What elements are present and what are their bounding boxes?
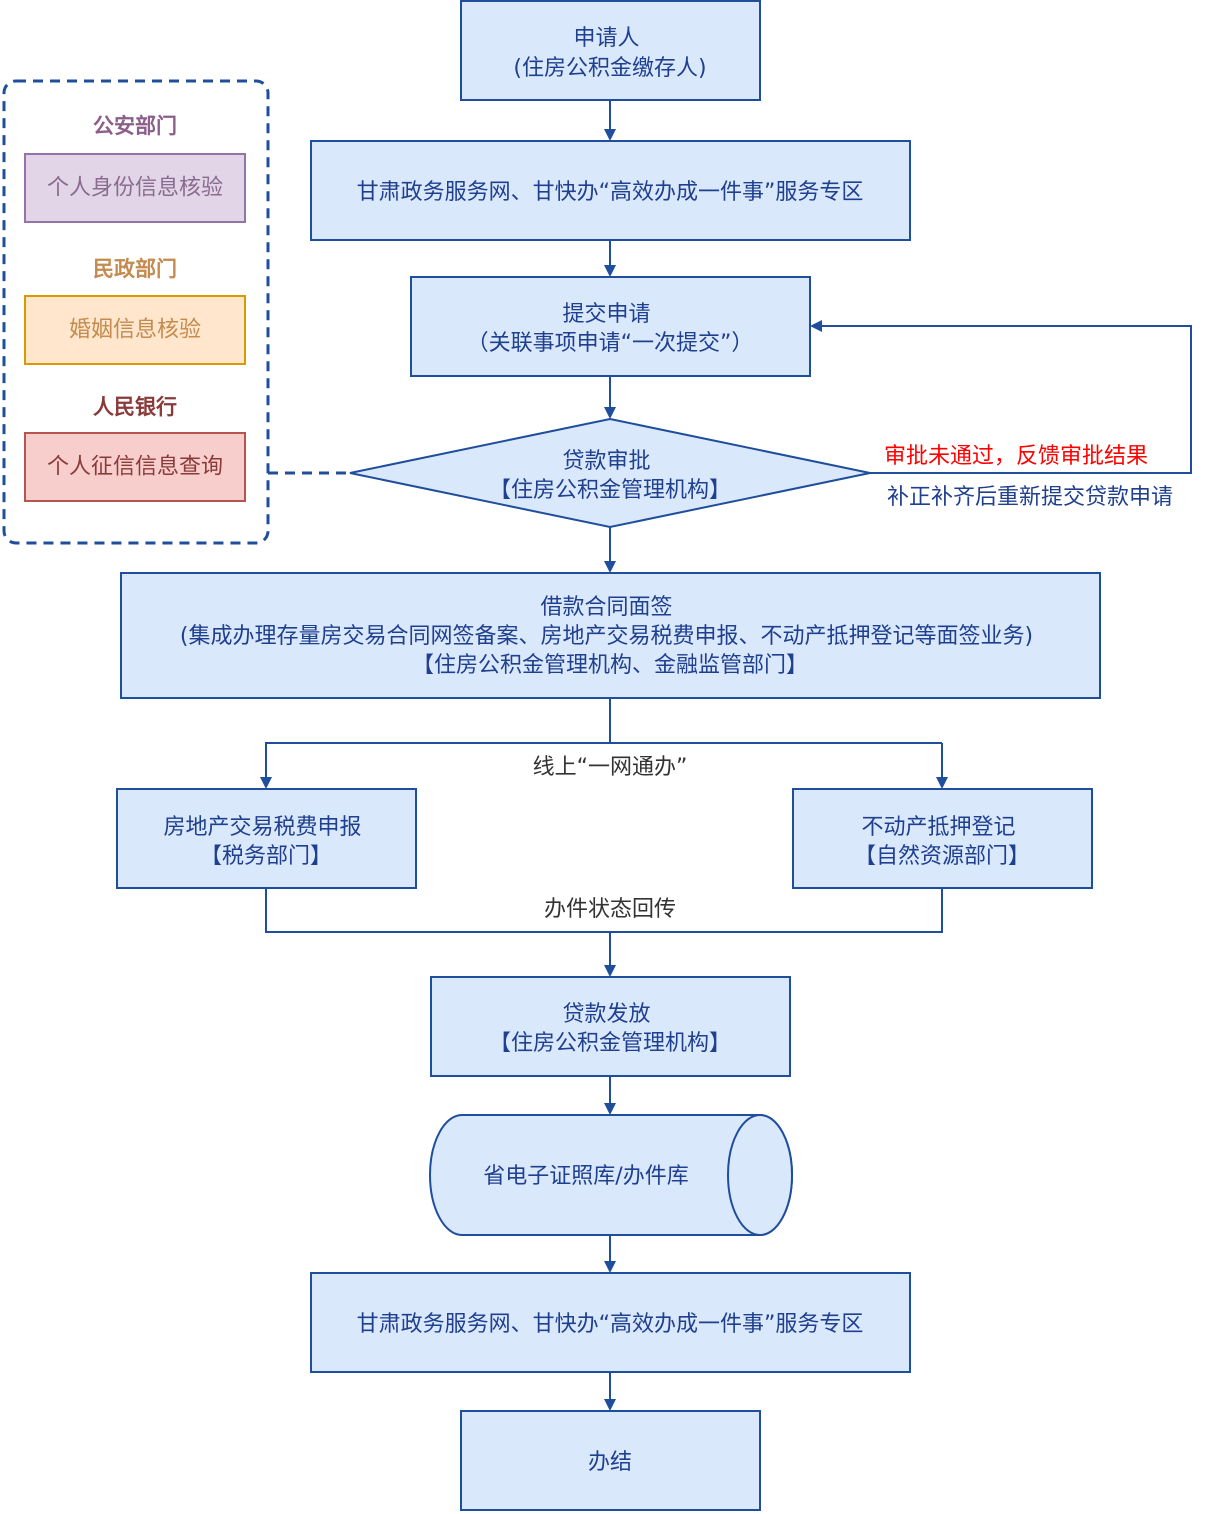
- applicant-text: 申请人 (住房公积金缴存人): [513, 26, 706, 81]
- contract-box: [120, 572, 1101, 699]
- online-label: 线上“一网通办”: [533, 755, 688, 780]
- status-label-bg: [528, 892, 692, 922]
- database-cylinder-end: [727, 1114, 793, 1236]
- bank-check-box: [24, 432, 246, 502]
- disbursement-box: [430, 976, 791, 1077]
- portal-bottom-text: 甘肃政务服务网、甘快办“高效办成一件事”服务专区: [357, 1312, 864, 1337]
- police-check-box: [24, 153, 246, 223]
- tax-text: 房地产交易税费申报 【税务部门】: [163, 815, 368, 869]
- disbursement-text: 贷款发放 【住房公积金管理机构】: [489, 1002, 731, 1056]
- mortgage-text: 不动产抵押登记 【自然资源部门】: [854, 815, 1030, 869]
- civil-check-text: 婚姻信息核验: [69, 318, 201, 343]
- arrow-split-tax: [260, 742, 942, 789]
- done-box: [460, 1410, 761, 1511]
- police-check-text: 个人身份信息核验: [47, 176, 223, 201]
- database-text: 省电子证照库/办件库: [483, 1164, 688, 1189]
- online-label-bg: [518, 750, 702, 780]
- mortgage-box: [792, 788, 1093, 889]
- tax-box: [116, 788, 417, 889]
- dept-title-police: 公安部门: [93, 114, 177, 138]
- submit-box: [410, 276, 811, 377]
- bank-check-text: 个人征信信息查询: [47, 455, 223, 480]
- dept-title-civil: 民政部门: [93, 257, 177, 281]
- contract-text: 借款合同面签 (集成办理存量房交易合同网签备案、房地产交易税费申报、不动产抵押登…: [180, 595, 1040, 678]
- applicant-box: [460, 0, 761, 101]
- dept-title-bank: 人民银行: [93, 395, 177, 419]
- departments-group: [2, 79, 270, 545]
- portal-bottom-box: [310, 1272, 911, 1373]
- submit-text: 提交申请 （关联事项申请“一次提交”）: [467, 302, 754, 356]
- portal-top-box: [310, 140, 911, 241]
- reject-label: 审批未通过，反馈审批结果: [884, 444, 1148, 469]
- arrow-reject-loop: [810, 320, 1192, 474]
- approval-text: 贷款审批 【住房公积金管理机构】: [489, 449, 731, 503]
- resubmit-label: 补正补齐后重新提交贷款申请: [887, 485, 1173, 510]
- line-merge: [265, 888, 943, 933]
- done-text: 办结: [588, 1450, 632, 1475]
- civil-check-box: [24, 295, 246, 365]
- portal-top-text: 甘肃政务服务网、甘快办“高效办成一件事”服务专区: [357, 180, 864, 205]
- status-return-label: 办件状态回传: [544, 897, 676, 922]
